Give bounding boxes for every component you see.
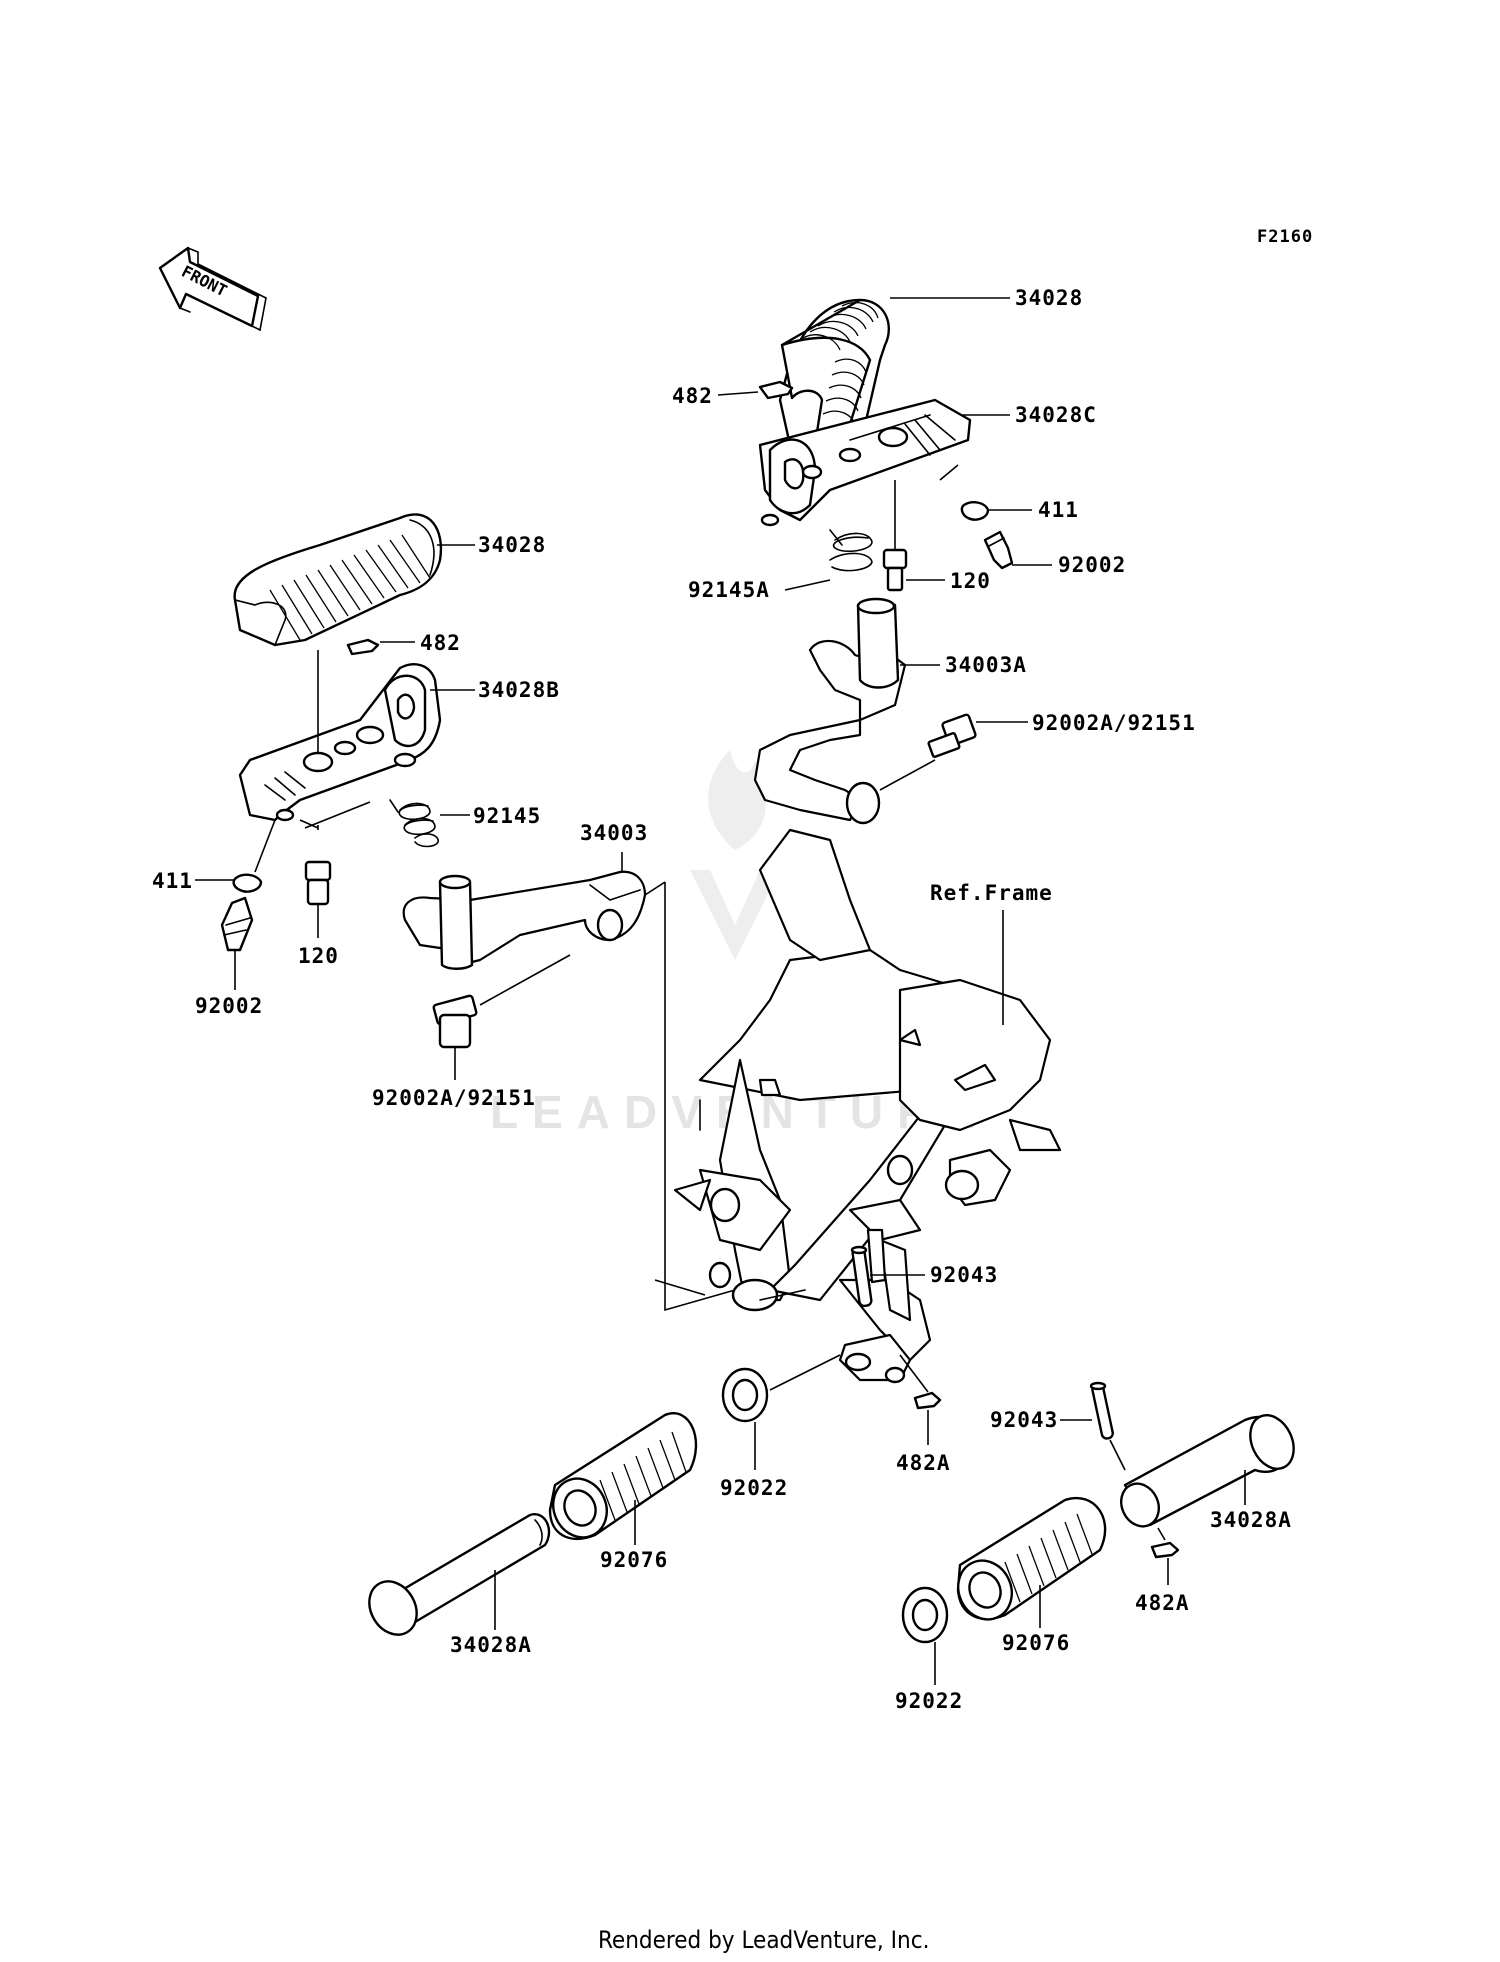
label-120-left: 120: [298, 944, 339, 968]
label-92002a-92151-right: 92002A/92151: [1032, 711, 1196, 735]
footpeg-holder-34003a: [753, 597, 907, 825]
leader-482a-frame: [899, 1354, 929, 1393]
footpeg-rubber-left: [233, 513, 443, 647]
washer-411-right: [960, 501, 990, 521]
adjuster-92002-left: [220, 896, 254, 952]
label-92022-left: 92022: [720, 1476, 788, 1500]
label-92145: 92145: [473, 804, 541, 828]
footpeg-holder-34003: [402, 870, 647, 970]
label-34028c: 34028C: [1015, 403, 1097, 427]
label-92043-upper: 92043: [930, 1263, 998, 1287]
clip-482-left: [346, 638, 380, 656]
footrest-peg-34028a-left: [368, 1513, 551, 1636]
spring-92145: [389, 799, 439, 848]
bolt-120-left: [304, 860, 332, 906]
label-34028-left: 34028: [478, 533, 546, 557]
leader-92145a: [784, 579, 831, 591]
footpeg-bracket-34028c: [758, 398, 972, 527]
label-411-left: 411: [152, 869, 193, 893]
label-34028a-right: 34028A: [1210, 1508, 1292, 1532]
bolt-92002a-92151-left: [432, 994, 478, 1049]
spring-92145a: [829, 529, 873, 572]
footrest-rubber-92076-left: [548, 1412, 698, 1540]
pin-92043-upper: [850, 1245, 873, 1308]
label-482-right: 482: [672, 384, 713, 408]
leader-482-right: [717, 391, 759, 396]
washer-92022-right: [901, 1586, 949, 1644]
footpeg-bracket-34028b: [238, 663, 442, 822]
leader-bolt-left-holder: [479, 954, 571, 1006]
washer-411-left: [232, 873, 263, 893]
footrest-peg-34028a-right: [1120, 1414, 1295, 1528]
label-92002a-92151-left: 92002A/92151: [372, 1086, 536, 1110]
adjuster-92002-right: [983, 530, 1014, 570]
label-120-right: 120: [950, 569, 991, 593]
clip-482-right: [758, 380, 794, 400]
label-92002-left: 92002: [195, 994, 263, 1018]
leader-92022-frame: [769, 1354, 841, 1391]
washer-92022-left: [721, 1367, 769, 1423]
label-92002-right: 92002: [1058, 553, 1126, 577]
label-92022-right: 92022: [895, 1689, 963, 1713]
leader-34003-b: [644, 881, 666, 896]
label-92076-left: 92076: [600, 1548, 668, 1572]
leader-bolt-right-holder: [879, 759, 936, 791]
leader-frame-mount: [654, 1279, 706, 1296]
footer-credit: Rendered by LeadVenture, Inc.: [598, 1926, 929, 1954]
clip-482a-upper: [913, 1391, 942, 1410]
label-ref-frame: Ref.Frame: [930, 881, 1053, 905]
diagram-code: F2160: [1257, 227, 1313, 247]
label-34028b: 34028B: [478, 678, 560, 702]
leader-482a-peg: [1157, 1527, 1166, 1541]
leader-34003-frame: [664, 882, 736, 1312]
bolt-92002a-92151-right: [927, 713, 977, 758]
leader-bracket-bolt-left: [299, 801, 371, 830]
label-92145a: 92145A: [688, 578, 770, 602]
footrest-rubber-92076-right: [956, 1497, 1107, 1621]
label-34003: 34003: [580, 821, 648, 845]
leader-411-bracket: [939, 464, 959, 481]
front-arrow-icon: FRONT: [158, 246, 267, 332]
label-411-right: 411: [1038, 498, 1079, 522]
label-482a-upper: 482A: [896, 1451, 951, 1475]
label-34028-right: 34028: [1015, 286, 1083, 310]
leader-bracket-to-washer-left: [254, 819, 276, 873]
label-92043-lower: 92043: [990, 1408, 1058, 1432]
label-482a-lower: 482A: [1135, 1591, 1190, 1615]
bolt-120-right: [882, 548, 908, 592]
clip-482a-lower: [1150, 1541, 1180, 1559]
pin-92043-lower: [1089, 1381, 1114, 1440]
label-482-left: 482: [420, 631, 461, 655]
label-92076-right: 92076: [1002, 1631, 1070, 1655]
label-34003a: 34003A: [945, 653, 1027, 677]
frame-reference: [673, 828, 1062, 1384]
footpeg-rubber-right: [778, 298, 890, 447]
leader-92043-peg: [1109, 1439, 1126, 1471]
label-34028a-left: 34028A: [450, 1633, 532, 1657]
